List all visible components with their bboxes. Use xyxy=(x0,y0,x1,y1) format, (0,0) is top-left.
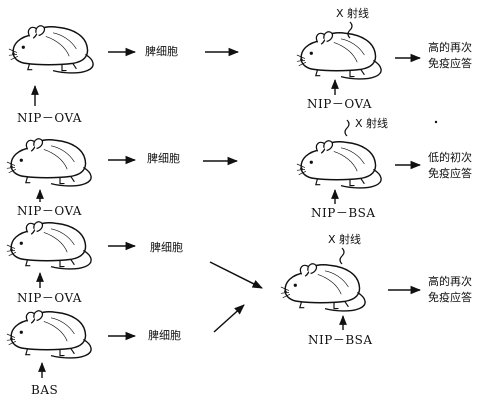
row3-irradiation-label: X 射线 xyxy=(328,233,362,246)
row4-antigen-label: BAS xyxy=(31,383,59,397)
row3-result-line2: 免疫应答 xyxy=(428,291,472,304)
xray-zigzag-row3 xyxy=(339,247,345,265)
row3-challenge-label: NIP－BSA xyxy=(308,333,373,347)
row3-antigen-label: NIP－OVA xyxy=(17,291,82,305)
mouse-row4-donor xyxy=(6,310,92,359)
mouse-row3-donor xyxy=(6,221,92,270)
arrow-row4-cells-to-recipient xyxy=(213,304,245,333)
row1-challenge-label: NIP－OVA xyxy=(307,97,372,111)
mouse-row1-donor xyxy=(8,25,94,74)
row2-antigen-label: NIP－OVA xyxy=(17,204,82,218)
row1-result-line1: 高的再次 xyxy=(428,41,472,54)
row2-cells-label: 脾细胞 xyxy=(147,152,180,165)
xray-zigzag-row2 xyxy=(344,119,350,137)
row2-result-line1: 低的初次 xyxy=(428,151,472,164)
row1-irradiation-label: X 射线 xyxy=(336,7,370,20)
mouse-row2-donor xyxy=(6,138,92,187)
row2-challenge-label: NIP－BSA xyxy=(311,206,376,220)
stray-dot xyxy=(434,120,438,124)
row3-cells-label: 脾细胞 xyxy=(150,241,183,254)
arrow-row3-cells-to-recipient xyxy=(209,261,263,289)
mouse-row1-recipient xyxy=(296,31,382,80)
row1-result-line2: 免疫应答 xyxy=(428,57,472,70)
row2-result-line2: 免疫应答 xyxy=(428,167,472,180)
xray-zigzag-row1 xyxy=(347,21,353,39)
row1-antigen-label: NIP－OVA xyxy=(17,111,82,125)
mouse-row2-recipient xyxy=(296,140,382,189)
row3-result-line1: 高的再次 xyxy=(428,275,472,288)
row1-cells-label: 脾细胞 xyxy=(145,45,178,58)
row2-irradiation-label: X 射线 xyxy=(355,117,389,130)
row4-cells-label: 脾细胞 xyxy=(148,329,181,342)
mouse-row3-recipient xyxy=(280,263,366,312)
